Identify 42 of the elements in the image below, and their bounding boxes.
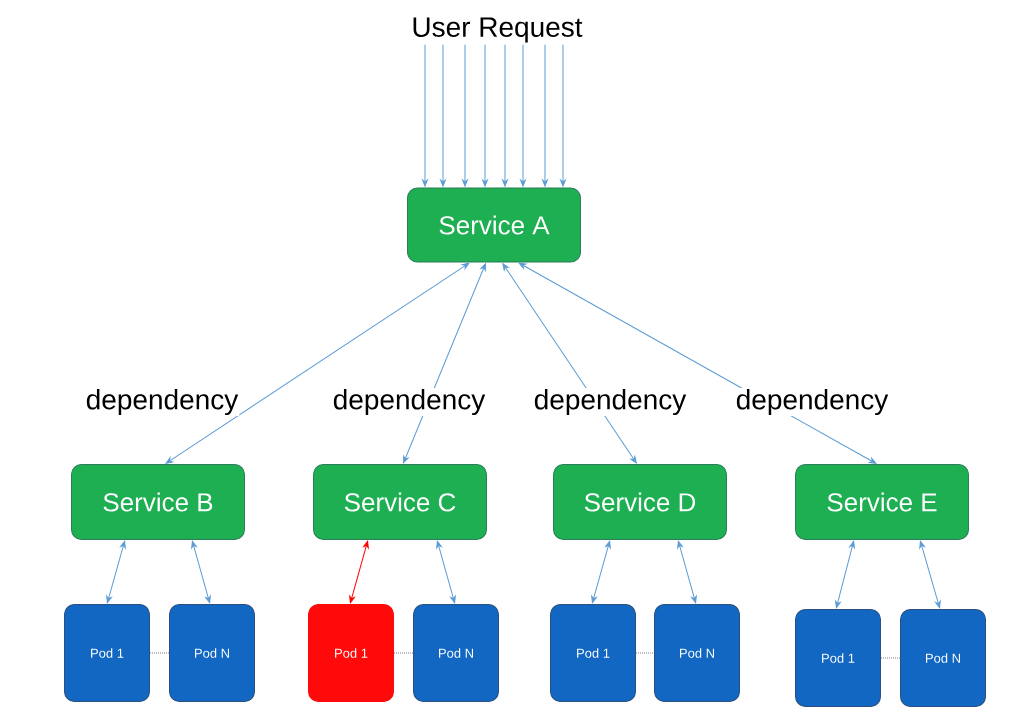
arrow <box>165 262 470 464</box>
arrow <box>462 44 468 187</box>
pod-box: Pod 1 <box>308 604 394 702</box>
arrow <box>518 262 877 464</box>
edge-label: dependency <box>331 387 487 417</box>
pod-box: Pod N <box>900 609 986 707</box>
arrow <box>482 44 488 187</box>
edge-label: dependency <box>84 387 240 417</box>
arrow <box>542 44 548 187</box>
arrow <box>560 44 566 187</box>
pod-box: Pod 1 <box>64 604 150 702</box>
dotted-line <box>149 652 170 654</box>
arrow <box>422 44 428 187</box>
dotted-line <box>635 652 655 654</box>
arrow <box>919 540 941 609</box>
arrow <box>191 540 211 604</box>
service-box: Service D <box>553 464 727 540</box>
arrow <box>440 44 446 187</box>
arrow <box>436 540 456 604</box>
arrow <box>835 540 855 609</box>
edge-label: dependency <box>734 387 890 417</box>
service-box: Service A <box>407 187 581 263</box>
text-label: User Request <box>413 17 583 43</box>
arrow <box>106 540 126 604</box>
arrow <box>520 44 526 187</box>
arrow <box>403 263 486 464</box>
service-box: Service B <box>71 464 245 540</box>
arrow <box>591 540 611 604</box>
pod-box: Pod 1 <box>795 609 881 707</box>
edge-label: dependency <box>532 387 688 417</box>
dotted-line <box>880 657 901 659</box>
arrow <box>349 540 369 604</box>
dotted-line <box>393 652 414 654</box>
pod-box: Pod N <box>413 604 499 702</box>
pod-box: Pod N <box>169 604 255 702</box>
service-box: Service C <box>313 464 487 540</box>
pod-box: Pod 1 <box>550 604 636 702</box>
pod-box: Pod N <box>654 604 740 702</box>
arrow <box>502 263 637 464</box>
arrow <box>677 540 697 604</box>
service-box: Service E <box>795 464 969 540</box>
arrow <box>502 44 508 187</box>
